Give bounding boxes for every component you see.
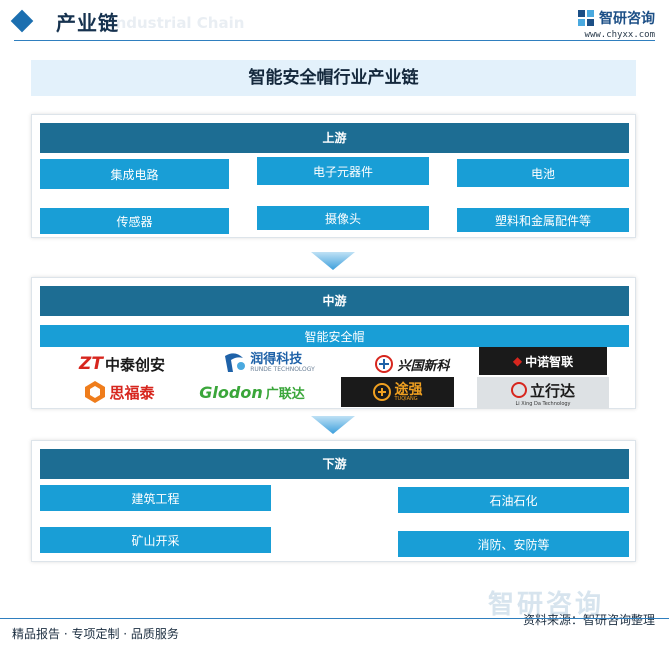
footer-divider: [0, 618, 669, 619]
company-mark: ZT: [79, 354, 103, 374]
brand-name: 智研咨询: [599, 11, 655, 27]
company-logo-zhongnuo: ◆ 中诺智联: [479, 347, 607, 375]
upstream-item: 集成电路: [40, 159, 229, 189]
page-title: 产业链: [56, 11, 119, 35]
downstream-item: 矿山开采: [40, 527, 271, 553]
upstream-bar: 上游: [40, 123, 629, 153]
xingguo-logo-icon: [375, 355, 394, 373]
downstream-item: 消防、安防等: [398, 531, 629, 557]
sifutai-logo-icon: [85, 381, 106, 403]
upstream-item: 电子元器件: [257, 157, 429, 185]
company-sub: RUNDE TECHNOLOGY: [250, 366, 315, 373]
brand: 智研咨询 www.chyxx.com: [577, 8, 655, 40]
company-logo-sifutai: 思福泰: [70, 378, 170, 406]
downstream-item: 建筑工程: [40, 485, 271, 511]
company-logo-xingguo: 兴国新科: [357, 350, 467, 378]
company-logo-tuqiang: 途强 TUQIANG: [341, 377, 454, 407]
brand-logo-icon: [578, 10, 594, 26]
company-logo-glodon: Glodon 广联达: [182, 379, 322, 405]
upstream-item: 摄像头: [257, 206, 429, 230]
company-name: 中泰创安: [104, 355, 165, 374]
lixingda-mark-icon: [510, 382, 527, 398]
header-divider: [14, 40, 655, 41]
company-name: 途强: [394, 381, 423, 398]
company-name: 中诺智联: [525, 354, 574, 369]
runde-logo-icon: [225, 353, 246, 372]
upstream-item: 塑料和金属配件等: [457, 208, 629, 232]
brand-url: www.chyxx.com: [584, 30, 655, 40]
source-note: 资料来源：智研咨询整理: [522, 613, 655, 627]
flow-arrow-icon: [311, 416, 355, 434]
header-ghost-text: Industrial Chain: [110, 14, 245, 32]
company-name: 思福泰: [109, 383, 155, 402]
upstream-section: 上游 集成电路 电子元器件 电池 传感器 摄像头 塑料和金属配件等: [31, 114, 636, 238]
company-sub: TUQIANG: [394, 395, 418, 402]
upstream-item: 电池: [457, 159, 629, 187]
downstream-section: 下游 建筑工程 石油石化 矿山开采 消防、安防等: [31, 440, 636, 562]
company-mark: Glodon: [199, 382, 263, 402]
company-name: 兴国新科: [397, 358, 450, 374]
company-name: 润得科技: [250, 352, 303, 367]
diamond-icon: [10, 9, 34, 33]
midstream-section: 中游 智能安全帽 ZT 中泰创安 润得科技 RUNDE TECHNOLOGY 兴…: [31, 277, 636, 409]
header: Industrial Chain 产业链: [0, 0, 669, 44]
company-name: 广联达: [265, 386, 305, 402]
downstream-bar: 下游: [40, 449, 629, 479]
company-logo-zhongtai: ZT 中泰创安: [72, 350, 172, 378]
company-sub: Li Xing Da Technology: [515, 400, 571, 407]
diagram-title: 智能安全帽行业产业链: [31, 60, 636, 96]
midstream-product: 智能安全帽: [40, 325, 629, 347]
footer-tagline: 精品报告 · 专项定制 · 品质服务: [12, 627, 179, 641]
company-logo-lixingda: 立行达 Li Xing Da Technology: [477, 377, 609, 409]
midstream-bar: 中游: [40, 286, 629, 316]
downstream-item: 石油石化: [398, 487, 629, 513]
flow-arrow-icon: [311, 252, 355, 270]
company-logo-runde: 润得科技 RUNDE TECHNOLOGY: [204, 348, 334, 378]
tuqiang-logo-icon: [372, 383, 391, 401]
zhongnuo-mark-icon: ◆: [512, 354, 523, 368]
footer-watermark: 智研咨询: [488, 590, 605, 620]
upstream-item: 传感器: [40, 208, 229, 234]
company-name: 立行达: [529, 381, 575, 400]
